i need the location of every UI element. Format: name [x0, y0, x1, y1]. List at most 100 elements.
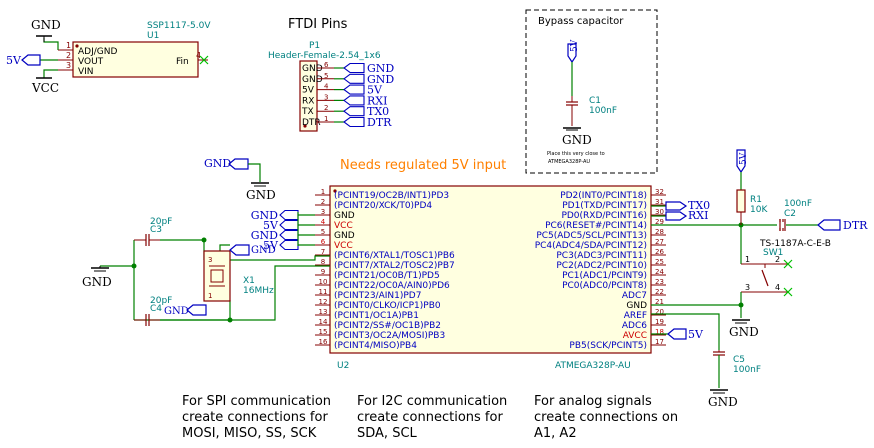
mcu-right-pin-num: 24	[655, 268, 664, 276]
power-flag-label: GND	[251, 229, 278, 242]
mcu-left-pin-name: (PCINT20/XCK/T0)PD4	[334, 201, 432, 211]
mcu-right-pin-num: 21	[655, 298, 664, 306]
mcu-right-pin-num: 23	[655, 278, 664, 286]
ftdi-part: Header-Female-2.54_1x6	[268, 51, 381, 61]
u1-pinnum-3: 3	[66, 61, 71, 70]
mcu-left-pin-name: (PCINT1/OC1A)PB1	[334, 311, 419, 321]
ftdi-pin-num: 3	[324, 93, 328, 101]
ftdi-net-label: DTR	[367, 116, 392, 129]
mcu-ref: U2	[337, 361, 349, 371]
x1-ref: X1	[243, 276, 255, 286]
ftdi-net-flag	[343, 95, 365, 106]
ftdi-net-label: GND	[367, 73, 394, 86]
note-i2c-line: create connections for	[357, 410, 503, 425]
ftdi-net-flag	[343, 106, 365, 117]
mcu-left-pin-name: (PCINT2/SS#/OC1B)PB2	[334, 321, 441, 331]
aref-avcc-circuit: C5 100nF GND 5V	[651, 313, 761, 409]
power-flag-label: GND	[251, 209, 278, 222]
mcu-right-pin-num: 31	[655, 198, 664, 206]
power-flag-label: 5V	[263, 219, 279, 232]
regulator-u1: SSP1117-5.0V U1 ADJ/GND VOUT VIN Fin 1 2…	[6, 18, 211, 95]
sw1-gnd-label: GND	[729, 325, 759, 339]
bypass-5v-label: 5V	[570, 39, 580, 52]
mcu-left-pin-name: (PCINT3/OC2A/MOSI)PB3	[334, 331, 445, 341]
ftdi-net-flag	[343, 84, 365, 95]
c3-ref: C3	[150, 225, 162, 235]
mcu-right-pin-num: 18	[655, 328, 664, 336]
ftdi-pin-num: 6	[324, 61, 329, 69]
crystal-gnd-label: GND	[82, 275, 112, 289]
power-flag	[279, 229, 299, 241]
mcu-part: ATMEGA328P-AU	[555, 361, 631, 371]
mcu-left-pin-num: 4	[321, 218, 326, 226]
bypass-note-1: Place this very close to	[547, 151, 605, 157]
u1-gnd-label: GND	[31, 18, 61, 32]
ftdi-net-flag	[343, 73, 365, 84]
mcu-left-pin-num: 7	[321, 248, 325, 256]
mcu-left-pin-num: 12	[319, 298, 328, 306]
r1-value: 10K	[750, 205, 768, 215]
ftdi-net-flag	[343, 116, 365, 128]
ftdi-title: FTDI Pins	[288, 17, 348, 32]
top-gnd-label: GND	[246, 188, 276, 202]
c4-value: 20pF	[150, 296, 172, 306]
ftdi-net-label: GND	[367, 62, 394, 75]
mcu-right-pin-name: ADC7	[622, 291, 647, 301]
c2-value: 100nF	[784, 199, 812, 209]
u1-pin-fin: Fin	[176, 57, 189, 67]
c1-value: 100nF	[589, 106, 617, 116]
mcu-right-pin-name: PD2(INT0/PCINT18)	[560, 191, 647, 201]
mcu-left-pin-num: 15	[319, 328, 328, 336]
c1-ref: C1	[589, 96, 601, 106]
mcu-left-pin-num: 16	[319, 338, 328, 346]
ftdi-pin-name: TX	[301, 107, 314, 117]
mcu-right-pin-name: AREF	[624, 311, 647, 321]
c3-value: 20pF	[150, 217, 172, 227]
ftdi-pin-num: 5	[324, 72, 328, 80]
u1-pin-vin: VIN	[78, 67, 94, 77]
r1-5v-label: 5V	[739, 152, 749, 165]
ftdi-net-flag	[343, 62, 365, 74]
x1-value: 16MHz	[243, 286, 274, 296]
mcu-left-pin-num: 3	[321, 208, 325, 216]
mcu-right-pin-name: PC4(ADC4/SDA/PCINT12)	[535, 241, 647, 251]
mcu-right-pin-name: PC1(ADC1/PCINT9)	[562, 271, 647, 281]
x1-pin-3: 3	[208, 256, 212, 264]
c4-ref: C4	[150, 304, 162, 314]
mcu-atmega328p: U2 ATMEGA328P-AU 1(PCINT19/OC2B/INT1)PD3…	[315, 185, 666, 371]
mcu-left-pin-num: 13	[319, 308, 328, 316]
sw1-part: TS-1187A-C-E-B	[759, 239, 831, 249]
top-gnd-flag: GND	[204, 157, 231, 170]
sw1-pin-1: 1	[745, 255, 750, 264]
mcu-right-pin-name: AVCC	[623, 331, 647, 341]
u1-vcc-label: VCC	[31, 81, 59, 95]
mcu-right-pin-name: PC0(ADC0/PCINT8)	[562, 281, 647, 291]
u1-5v-label: 5V	[6, 54, 22, 67]
mcu-right-pin-name: PC2(ADC2/PCINT10)	[556, 261, 647, 271]
u1-pinnum-2: 2	[66, 51, 71, 60]
u1-value: SSP1117-5.0V	[147, 21, 211, 31]
u1-pin-vout: VOUT	[78, 57, 104, 67]
mcu-right-pin-name: ADC6	[622, 321, 647, 331]
mcu-right-pin-name: GND	[626, 301, 647, 311]
bypass-capacitor-box: Bypass capacitor 5V C1 100nF GND Place t…	[525, 9, 658, 174]
mcu-left-pin-name: (PCINT4/MISO)PB4	[334, 341, 417, 351]
ftdi-pin-name: GND	[302, 75, 323, 85]
u1-pinnum-4: 4	[196, 51, 201, 60]
mcu-left-pin-name: (PCINT0/CLKO/ICP1)PB0	[334, 301, 441, 311]
mcu-right-pin-num: 27	[655, 238, 664, 246]
avcc-5v-flag: 5V	[688, 328, 704, 341]
crystal-circuit: 20pF C3 20pF C4 GND X1 16MHz 3 1 GND GND	[82, 217, 330, 326]
mcu-left-pin-num: 1	[321, 188, 325, 196]
mcu-right-pin-num: 22	[655, 288, 664, 296]
mcu-right-pin-num: 32	[655, 188, 664, 196]
note-analog-line: create connections on	[534, 410, 678, 425]
mcu-left-pin-name: (PCINT22/OC0A/AIN0)PD6	[334, 281, 450, 291]
c5-ref: C5	[733, 355, 745, 365]
bypass-note-2: ATMEGA328P-AU	[548, 159, 590, 165]
sw1-pin-2: 2	[775, 255, 780, 264]
dtr-flag: DTR	[843, 219, 868, 232]
